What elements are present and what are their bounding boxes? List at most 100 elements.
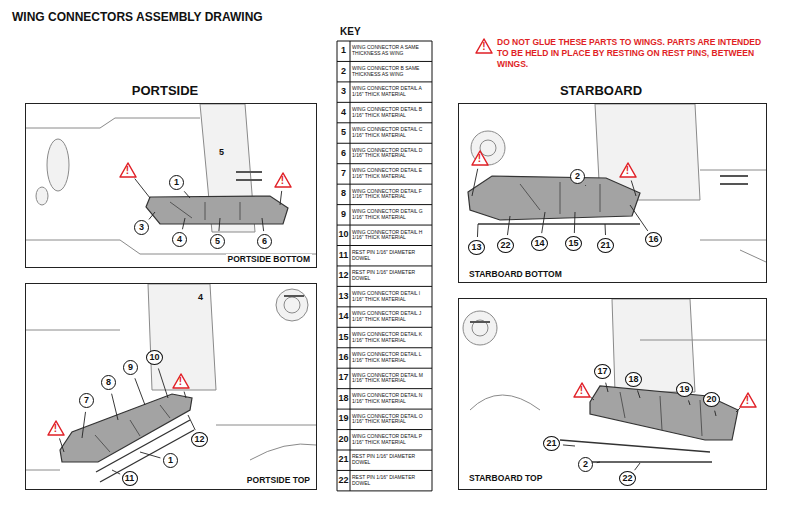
warning-note: DO NOT GLUE THESE PARTS TO WINGS. PARTS … (497, 37, 762, 70)
callout-circle: 11 (122, 471, 138, 486)
leader-line (637, 390, 640, 398)
key-number: 1 (337, 41, 350, 61)
table-rule (337, 163, 432, 164)
leader-line (542, 212, 545, 233)
table-rule (337, 306, 432, 307)
warning-mark: ! (475, 42, 493, 52)
warning-outline (620, 163, 636, 177)
key-heading: KEY (340, 26, 361, 37)
callout-circle: 16 (645, 232, 662, 247)
key-number: 17 (337, 368, 350, 388)
callout-circle: 18 (625, 372, 642, 387)
table-rule (337, 61, 432, 62)
callout-number: 18 (628, 375, 638, 384)
callout-circle: 1 (169, 175, 184, 190)
table-rule (337, 81, 432, 82)
key-number: 15 (337, 327, 350, 347)
warning-triangle: ! (47, 420, 65, 436)
callout-number: 21 (546, 439, 556, 448)
key-description: WING CONNECTOR DETAIL O 1/16" THICK MATE… (352, 409, 431, 429)
callout-number: 10 (149, 353, 159, 362)
callout-number: 22 (622, 474, 632, 483)
fuselage-line (26, 118, 200, 128)
callout-number: 20 (706, 395, 716, 404)
key-number: 10 (337, 225, 350, 245)
key-description: WING CONNECTOR DETAIL A 1/16" THICK MATE… (352, 82, 431, 102)
callout-circle: 7 (79, 393, 94, 408)
table-rule (337, 470, 432, 471)
table-rule (337, 450, 432, 451)
warning-triangle: ! (739, 392, 757, 408)
peg (236, 171, 262, 173)
key-description: WING CONNECTOR DETAIL F 1/16" THICK MATE… (352, 184, 431, 204)
leader-line (182, 218, 185, 229)
engine (463, 311, 497, 345)
warning-triangle: ! (274, 172, 292, 188)
leader-line (262, 218, 264, 231)
part-groove (520, 182, 600, 214)
key-description: REST PIN 1/16" DIAMETER DOWEL (352, 470, 431, 490)
warning-mark: ! (274, 176, 292, 186)
leader-line (507, 216, 510, 235)
warning-mark: ! (471, 154, 489, 164)
callout-number: 1 (168, 456, 173, 465)
table-rule (337, 122, 432, 123)
key-number: 16 (337, 348, 350, 368)
fuselage-line (700, 170, 766, 262)
key-number: 13 (337, 286, 350, 306)
warning-outline (472, 151, 488, 165)
table-rule (337, 388, 432, 389)
warning-triangle: ! (573, 382, 591, 398)
callout-circle: 17 (594, 364, 611, 379)
callout-number: 9 (128, 363, 133, 372)
warning-outline (740, 393, 756, 407)
peg (720, 175, 748, 177)
callout-circle: 5 (210, 234, 225, 249)
key-description: WING CONNECTOR DETAIL J 1/16" THICK MATE… (352, 307, 431, 327)
callout-circle: 4 (172, 232, 187, 247)
connector-part (146, 196, 288, 224)
warning-triangle: ! (172, 373, 190, 389)
stray-number: 5 (219, 148, 224, 158)
table-rule (337, 490, 432, 491)
leader-line (597, 462, 600, 464)
leader-line (140, 452, 160, 458)
callout-circle: 12 (191, 432, 208, 447)
callout-circle: 20 (703, 392, 720, 407)
view-label: STARBOARD TOP (467, 473, 544, 483)
warning-triangle: ! (471, 150, 489, 166)
leader-line (184, 191, 190, 198)
table-rule (337, 347, 432, 348)
leader-line (477, 224, 479, 237)
callout-circle: 22 (619, 471, 636, 486)
section-heading: PORTSIDE (65, 84, 265, 98)
view-panel: STARBOARD BOTTOM!2!161322141521 (458, 103, 767, 283)
key-description: WING CONNECTOR DETAIL N 1/16" THICK MATE… (352, 389, 431, 409)
key-description: WING CONNECTOR DETAIL E 1/16" THICK MATE… (352, 164, 431, 184)
table-rule (337, 184, 432, 185)
fuselage-line (26, 240, 316, 254)
callout-number: 2 (575, 172, 580, 181)
callout-number: 6 (262, 237, 267, 246)
key-number: 19 (337, 409, 350, 429)
callout-circle: 19 (676, 382, 693, 397)
key-description: WING CONNECTOR DETAIL K 1/16" THICK MATE… (352, 327, 431, 347)
callout-circle: 1 (163, 453, 178, 468)
key-description: REST PIN 1/16" DIAMETER DOWEL (352, 450, 431, 470)
key-description: WING CONNECTOR A SAME THICKNESS AS WING (352, 41, 431, 61)
callout-number: 14 (534, 239, 544, 248)
peg (236, 179, 262, 181)
warning-mark: ! (619, 166, 637, 176)
key-description: WING CONNECTOR DETAIL I 1/16" THICK MATE… (352, 286, 431, 306)
key-number: 8 (337, 184, 350, 204)
key-description: WING CONNECTOR DETAIL D 1/16" THICK MATE… (352, 143, 431, 163)
peg (720, 183, 748, 185)
warning-mark: ! (172, 377, 190, 387)
peg (284, 295, 304, 297)
warning-mark: ! (573, 386, 591, 396)
connector-part (468, 176, 640, 220)
callout-number: 2 (583, 460, 588, 469)
leader-line (219, 218, 220, 231)
key-description: REST PIN 1/16" DIAMETER DOWEL (352, 266, 431, 286)
key-number: 4 (337, 102, 350, 122)
